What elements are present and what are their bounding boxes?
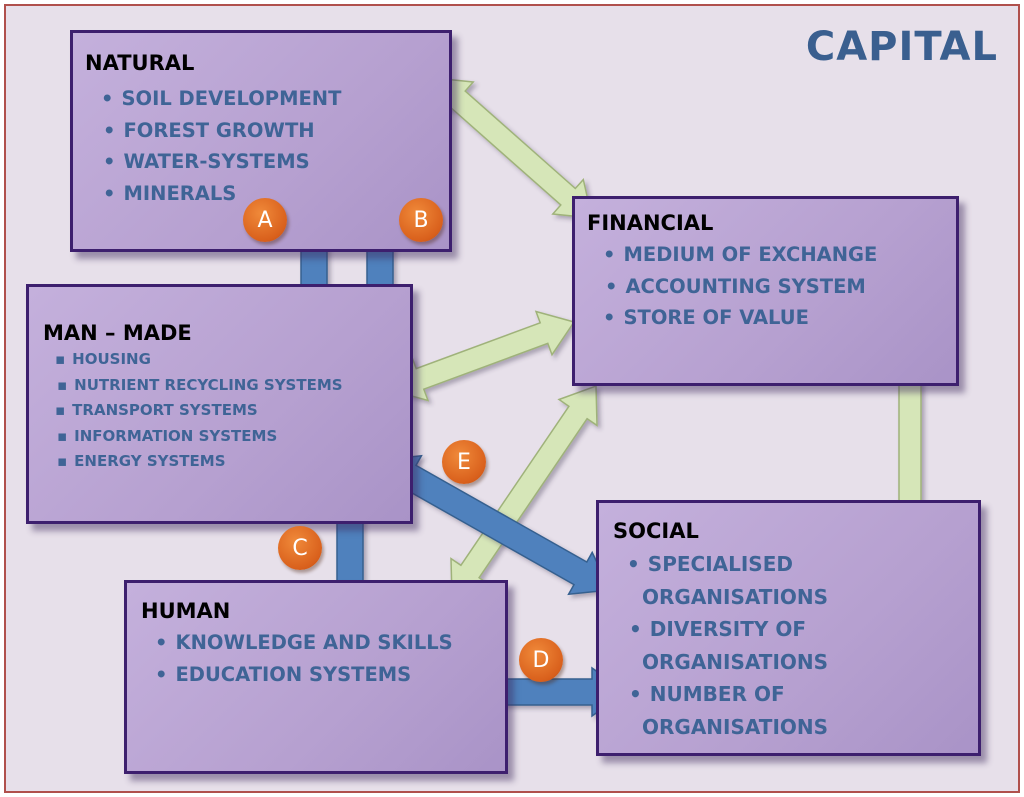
social-item: SPECIALISED [627, 548, 828, 581]
human-item: EDUCATION SYSTEMS [155, 659, 453, 691]
human-items: KNOWLEDGE AND SKILLS EDUCATION SYSTEMS [155, 627, 453, 691]
natural-item: FOREST GROWTH [101, 115, 341, 147]
natural-item: MINERALS [101, 178, 341, 210]
social-item: NUMBER OF [627, 678, 828, 711]
manmade-item: HOUSING [55, 347, 343, 373]
badge-e: E [442, 440, 486, 484]
human-capital-box: HUMAN KNOWLEDGE AND SKILLS EDUCATION SYS… [124, 580, 508, 774]
financial-item: MEDIUM OF EXCHANGE [603, 239, 877, 271]
badge-a: A [243, 198, 287, 242]
arrow-natural-financial [433, 77, 593, 219]
social-title: SOCIAL [613, 519, 699, 543]
human-item: KNOWLEDGE AND SKILLS [155, 627, 452, 659]
financial-capital-box: FINANCIAL MEDIUM OF EXCHANGE ACCOUNTING … [572, 196, 959, 386]
natural-item: SOIL DEVELOPMENT [101, 83, 341, 115]
natural-title: NATURAL [85, 51, 195, 75]
social-item: ORGANISATIONS [642, 649, 829, 674]
manmade-item: TRANSPORT SYSTEMS [55, 398, 343, 424]
arrow-manmade-financial [388, 310, 576, 402]
financial-title: FINANCIAL [587, 211, 714, 235]
badge-d: D [519, 638, 563, 682]
manmade-items: HOUSING NUTRIENT RECYCLING SYSTEMS TRANS… [55, 347, 343, 475]
social-item: DIVERSITY OF [627, 613, 828, 646]
financial-items: MEDIUM OF EXCHANGE ACCOUNTING SYSTEM STO… [603, 239, 877, 334]
arrow-human-financial [450, 384, 598, 600]
badge-b: B [399, 198, 443, 242]
diagram-title: CAPITAL [805, 24, 998, 70]
social-items: SPECIALISED ORGANISATIONS DIVERSITY OF O… [627, 548, 828, 743]
arrow-e-manmade-social [378, 454, 612, 596]
social-item: ORGANISATIONS [642, 584, 829, 609]
manmade-title: MAN – MADE [43, 321, 192, 345]
human-title: HUMAN [141, 599, 231, 623]
capital-diagram: CAPITAL NATURAL SOIL DEVELOPMENT FOREST … [4, 4, 1020, 793]
social-item: ORGANISATIONS [642, 714, 829, 739]
badge-c: C [278, 526, 322, 570]
manmade-item: ENERGY SYSTEMS [55, 449, 343, 475]
natural-item: WATER-SYSTEMS [101, 146, 341, 178]
social-capital-box: SOCIAL SPECIALISED ORGANISATIONS DIVERSI… [596, 500, 981, 756]
manmade-item: NUTRIENT RECYCLING SYSTEMS [55, 373, 342, 399]
financial-item: ACCOUNTING SYSTEM [603, 271, 877, 303]
manmade-item: INFORMATION SYSTEMS [55, 424, 343, 450]
natural-items: SOIL DEVELOPMENT FOREST GROWTH WATER-SYS… [101, 83, 341, 209]
manmade-capital-box: MAN – MADE HOUSING NUTRIENT RECYCLING SY… [26, 284, 413, 524]
financial-item: STORE OF VALUE [603, 302, 877, 334]
